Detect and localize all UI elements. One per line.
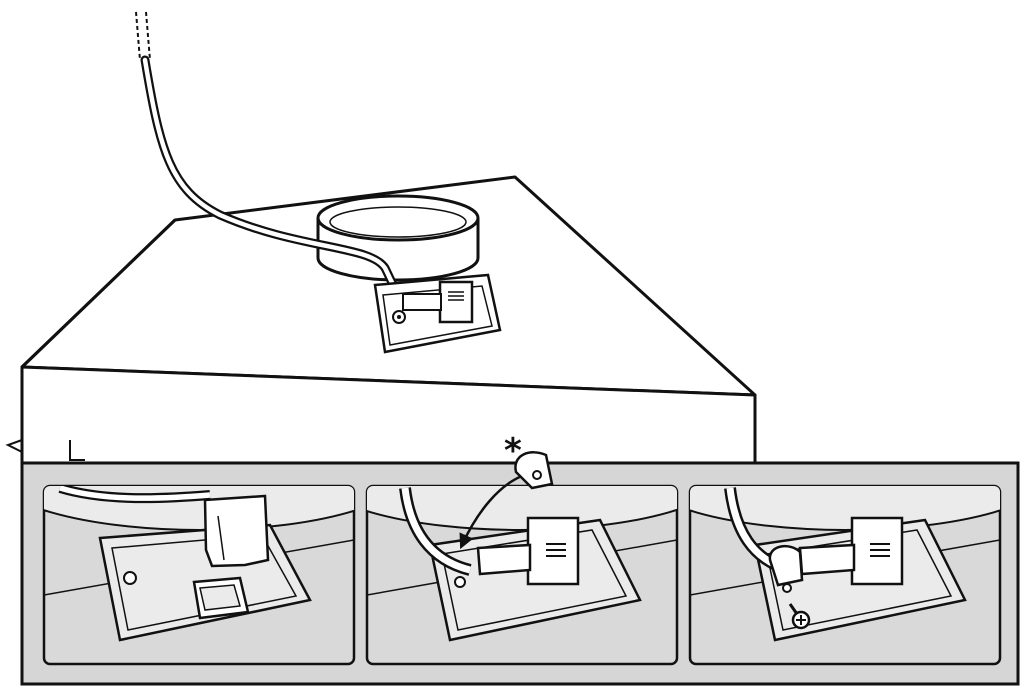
plug-icon <box>203 494 270 568</box>
detail-panel-1 <box>42 484 356 666</box>
plug-icon <box>438 280 474 324</box>
detail-panel-2 <box>365 474 679 666</box>
cord-clamp-icon <box>514 451 554 490</box>
cord-clamp-icon <box>768 544 804 587</box>
junction-box <box>373 273 502 354</box>
arrow-icon <box>459 474 523 550</box>
screw-icon <box>788 603 811 630</box>
detail-panel-3 <box>688 484 1002 666</box>
annotation-asterisk: * <box>504 431 522 471</box>
duct-collar-icon <box>316 194 480 282</box>
power-cord-icon <box>135 11 410 305</box>
